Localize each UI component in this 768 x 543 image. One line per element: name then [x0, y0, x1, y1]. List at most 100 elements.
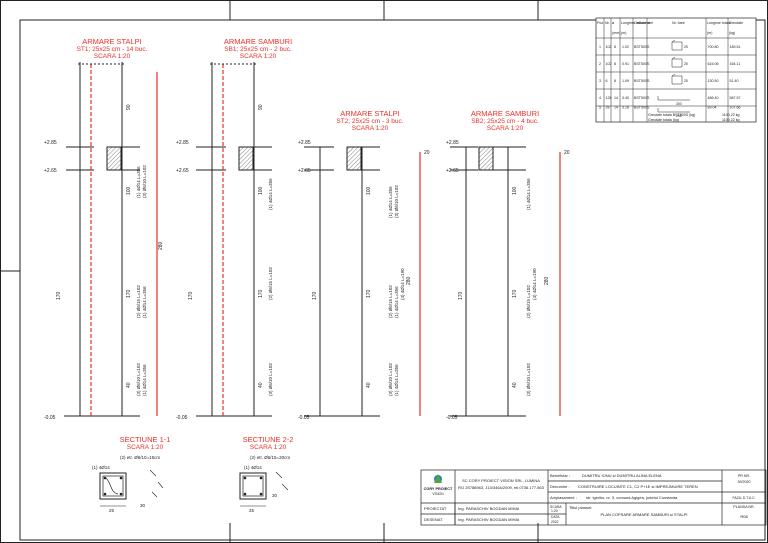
table-cell-nr: 102: [606, 62, 612, 66]
svg-text:SCARA 1:20: SCARA 1:20: [127, 444, 164, 451]
title-samburi: ARMARE SAMBURI SB1; 25x25 cm - 2 buc. SC…: [224, 37, 292, 60]
svg-text:20: 20: [424, 150, 430, 156]
svg-text:(m): (m): [621, 31, 626, 35]
svg-text:Ing. PARASCHIV BOGDAN MIHAI: Ing. PARASCHIV BOGDAN MIHAI: [458, 506, 519, 511]
dimension-labels: 90 100 170 40 170 280 90 100 170 40 170 …: [56, 104, 570, 388]
table-cell-d: 14: [614, 96, 618, 100]
svg-text:(1) 4Ø14 L=356: (1) 4Ø14 L=356: [142, 286, 147, 318]
bar-shape-label: 300: [676, 102, 682, 106]
title-samburi-scale: SCARA 1:20: [240, 53, 277, 60]
table-cell-len: 1.09: [622, 79, 629, 83]
svg-text:Greutate: Greutate: [729, 21, 743, 25]
table-cell-poz: 1: [599, 45, 601, 49]
svg-text:30: 30: [272, 493, 278, 498]
title-block: [420, 469, 767, 526]
level-labels: +2.85 +2.65 -0.05 +2.85 +2.65 -0.05 +2.8…: [44, 140, 459, 421]
title-stalpi2-name: ARMARE STALPI: [340, 109, 399, 118]
title-samburi-name: ARMARE SAMBURI: [224, 37, 292, 46]
svg-text:Nr. bare: Nr. bare: [672, 21, 685, 25]
svg-text:SCARA 1:20: SCARA 1:20: [250, 444, 287, 451]
svg-text:(1) 4Ø14 L=356: (1) 4Ø14 L=356: [136, 166, 141, 198]
bar-schedule-totals: Greutate totala BST500S (kg) 1100.22 kg …: [648, 113, 740, 122]
bar-shape-label: 298: [676, 114, 682, 118]
rebar-notes: (1) 4Ø14 L=356 (3) Ø6/10 L=102 (2) Ø6/15…: [136, 165, 537, 396]
svg-text:Greutate totala (kg): Greutate totala (kg): [648, 118, 679, 122]
svg-text:(m): (m): [707, 31, 712, 35]
table-cell-d: 8: [614, 79, 616, 83]
svg-text:170: 170: [126, 289, 132, 298]
svg-text:(1) 4Ø14 L=356: (1) 4Ø14 L=356: [394, 286, 399, 318]
section-1: (2) etr. Ø6/10=15cm (1) 4Ø14 25 30: [92, 455, 164, 513]
svg-text:(3) Ø6/10 L=102: (3) Ø6/10 L=102: [268, 363, 273, 396]
table-cell-grade: BST500S: [634, 96, 650, 100]
svg-text:100: 100: [366, 186, 372, 195]
svg-text:40: 40: [258, 382, 264, 388]
table-cell-poz: 5: [599, 106, 601, 110]
level-bottom-4: -0.05: [446, 415, 458, 421]
svg-text:90: 90: [258, 104, 264, 110]
svg-text:Denumire :: Denumire :: [550, 484, 570, 489]
table-cell-nr: 6: [606, 79, 608, 83]
level-top-3: +2.85: [298, 140, 311, 146]
svg-text:40: 40: [512, 382, 518, 388]
level-top-4: +2.85: [446, 140, 459, 146]
svg-text:170: 170: [512, 289, 518, 298]
svg-text:SECTIUNE 2-2: SECTIUNE 2-2: [243, 435, 294, 444]
svg-text:(3) Ø6/10 L=102: (3) Ø6/10 L=102: [388, 363, 393, 396]
svg-text:2022: 2022: [551, 520, 559, 524]
svg-text:Lungime reducere: Lungime reducere: [621, 21, 650, 25]
level-top-2: +2.85: [176, 140, 189, 146]
svg-text:PR.NR.: PR.NR.: [738, 474, 750, 478]
level-mid-2: +2.65: [176, 168, 189, 174]
company-logo: CORY PROIECT VISION: [424, 474, 453, 496]
table-cell-weight: 107.66: [730, 106, 741, 110]
svg-text:(1) 4Ø14: (1) 4Ø14: [92, 465, 110, 470]
title-stalpi-name: ARMARE STALPI: [82, 37, 141, 46]
title-stalpi: ARMARE STALPI ST1; 25x25 cm - 14 buc. SC…: [77, 37, 148, 60]
svg-text:Beneficiar :: Beneficiar :: [550, 473, 570, 478]
table-cell-d: 8: [614, 62, 616, 66]
svg-text:170: 170: [366, 289, 372, 298]
table-cell-len: 1.02: [622, 45, 629, 49]
svg-text:90: 90: [126, 104, 132, 110]
svg-text:20: 20: [564, 150, 570, 156]
svg-text:PROIECTAT: PROIECTAT: [424, 506, 447, 511]
svg-text:170: 170: [458, 291, 464, 300]
table-cell-poz: 3: [599, 79, 601, 83]
svg-text:100: 100: [512, 186, 518, 195]
table-cell-total: 89.04: [708, 106, 717, 110]
table-cell-nr: 28: [606, 106, 610, 110]
svg-text:Lungime totala: Lungime totala: [707, 21, 731, 25]
svg-text:40: 40: [366, 382, 372, 388]
svg-text:Amplasament :: Amplasament :: [550, 495, 577, 500]
table-cell-d: 8: [614, 45, 616, 49]
table-cell-grade: BST500S: [634, 79, 650, 83]
table-cell-weight: 51.40: [730, 79, 739, 83]
level-bottom-2: -0.05: [176, 415, 188, 421]
table-cell-weight: 587.57: [730, 96, 741, 100]
level-mid-3: +2.65: [298, 168, 311, 174]
title-stalpi-2: ARMARE STALPI ST2; 25x25 cm - 3 buc. SCA…: [336, 109, 403, 132]
svg-text:Ing. PARASCHIV BOGDAN MIHAI: Ing. PARASCHIV BOGDAN MIHAI: [458, 517, 519, 522]
level-bottom-3: -0.05: [298, 415, 310, 421]
svg-text:(2) Ø6/15 L=102: (2) Ø6/15 L=102: [388, 285, 393, 318]
bar-shape-label: 25: [684, 62, 688, 66]
svg-text:(3) Ø6/10 L=102: (3) Ø6/10 L=102: [394, 185, 399, 218]
svg-text:(3) Ø6/10 L=102: (3) Ø6/10 L=102: [136, 363, 141, 396]
svg-text:VISION: VISION: [432, 492, 444, 496]
svg-text:280: 280: [544, 276, 550, 285]
svg-text:(1) 4Ø14: (1) 4Ø14: [244, 465, 262, 470]
title-stalpi2-spec: ST2; 25x25 cm - 3 buc.: [336, 118, 403, 125]
frame-border: [19, 19, 766, 541]
svg-text:1100.22 kg: 1100.22 kg: [722, 113, 740, 117]
table-cell-total: 700.80: [708, 45, 719, 49]
table-cell-total: 130.50: [708, 79, 719, 83]
table-cell-grade: BST500S: [634, 106, 650, 110]
title-samburi2-name: ARMARE SAMBURI: [471, 109, 539, 118]
title-samburi2-scale: SCARA 1:20: [487, 125, 524, 132]
svg-text:25: 25: [109, 508, 115, 513]
svg-text:100: 100: [126, 186, 132, 195]
table-cell-nr: 128: [606, 96, 612, 100]
svg-text:(1) 4Ø14 L=356: (1) 4Ø14 L=356: [268, 178, 273, 210]
